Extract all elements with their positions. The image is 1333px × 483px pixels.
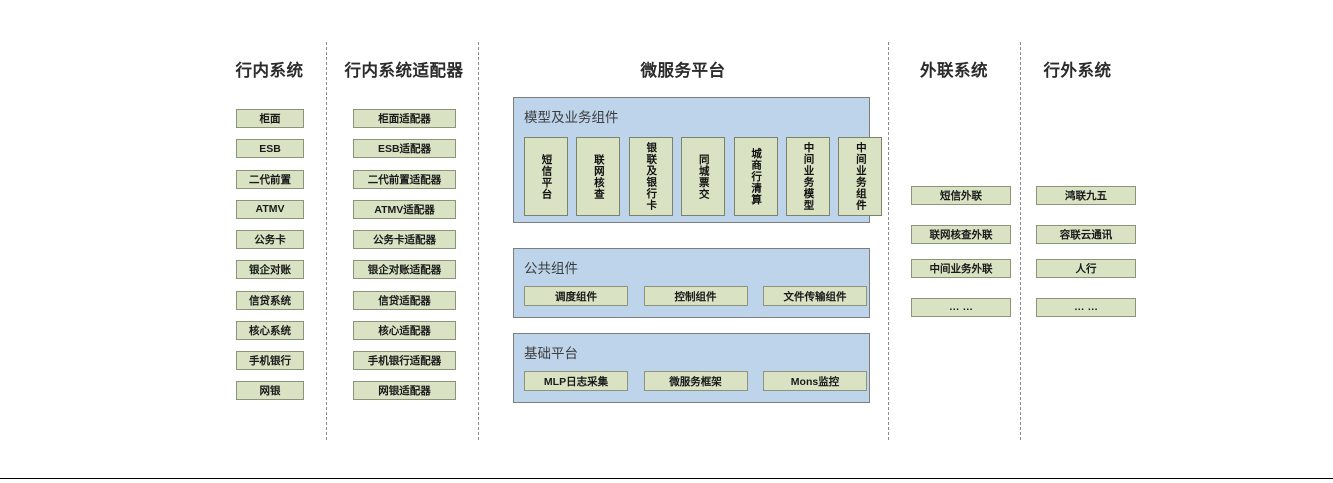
component-box-model-business-components-0[interactable]: 短信平台 <box>524 137 568 216</box>
column-divider-3 <box>888 42 889 440</box>
component-box-label: 短信平台 <box>540 153 553 200</box>
system-box-out-bank-systems-3[interactable]: … … <box>1036 297 1136 317</box>
component-box-base-platform-0[interactable]: MLP日志采集 <box>524 371 628 391</box>
system-box-external-link-systems-1[interactable]: 联网核查外联 <box>911 224 1011 244</box>
system-box-out-bank-systems-0[interactable]: 鸿联九五 <box>1036 186 1136 205</box>
component-box-model-business-components-1[interactable]: 联网核查 <box>576 137 621 216</box>
system-box-in-bank-systems-6[interactable]: 信贷系统 <box>236 290 304 310</box>
system-box-in-bank-adapters-1[interactable]: ESB适配器 <box>353 139 456 159</box>
system-box-in-bank-adapters-0[interactable]: 柜面适配器 <box>353 109 456 128</box>
component-box-base-platform-2[interactable]: Mons监控 <box>763 371 867 391</box>
component-box-public-components-0[interactable]: 调度组件 <box>524 286 628 306</box>
system-box-in-bank-systems-3[interactable]: ATMV <box>236 199 304 219</box>
system-box-in-bank-systems-0[interactable]: 柜面 <box>236 109 304 128</box>
column-divider-4 <box>1020 42 1021 440</box>
system-box-in-bank-adapters-3[interactable]: ATMV适配器 <box>353 199 456 219</box>
component-box-label: 城商行清算 <box>750 147 763 206</box>
component-box-model-business-components-4[interactable]: 城商行清算 <box>733 137 778 216</box>
system-box-in-bank-adapters-4[interactable]: 公务卡适配器 <box>353 230 456 249</box>
system-box-in-bank-systems-4[interactable]: 公务卡 <box>236 230 304 249</box>
component-box-public-components-1[interactable]: 控制组件 <box>643 286 748 306</box>
system-box-in-bank-adapters-8[interactable]: 手机银行适配器 <box>353 351 456 370</box>
component-box-label: 中间业务组件 <box>854 142 867 211</box>
column-header-out-bank-systems: 行外系统 <box>1043 62 1112 80</box>
column-header-microservice-platform: 微服务平台 <box>640 62 726 80</box>
component-box-model-business-components-6[interactable]: 中间业务组件 <box>838 137 883 216</box>
system-box-in-bank-systems-1[interactable]: ESB <box>236 139 304 159</box>
component-box-public-components-2[interactable]: 文件传输组件 <box>763 286 867 306</box>
platform-panel-public-components <box>513 248 870 318</box>
system-box-in-bank-systems-8[interactable]: 手机银行 <box>236 351 304 370</box>
component-box-label: 同城票交 <box>697 153 710 200</box>
component-box-label: 联网核查 <box>592 153 605 200</box>
system-box-in-bank-systems-2[interactable]: 二代前置 <box>236 169 304 189</box>
system-box-out-bank-systems-1[interactable]: 容联云通讯 <box>1036 224 1136 244</box>
system-box-in-bank-adapters-7[interactable]: 核心适配器 <box>353 320 456 340</box>
component-box-model-business-components-5[interactable]: 中间业务模型 <box>786 137 830 216</box>
component-box-model-business-components-2[interactable]: 银联及银行卡 <box>628 137 673 216</box>
component-box-model-business-components-3[interactable]: 同城票交 <box>681 137 726 216</box>
system-box-external-link-systems-0[interactable]: 短信外联 <box>911 186 1011 205</box>
system-box-in-bank-adapters-2[interactable]: 二代前置适配器 <box>353 169 456 189</box>
platform-panel-base-platform <box>513 333 870 403</box>
panel-title-base-platform: 基础平台 <box>524 346 578 361</box>
bottom-divider <box>0 478 1333 479</box>
system-box-external-link-systems-3[interactable]: … … <box>911 297 1011 317</box>
panel-title-model-business-components: 模型及业务组件 <box>524 110 619 125</box>
column-header-external-link-systems: 外联系统 <box>920 62 988 80</box>
column-divider-2 <box>478 42 479 440</box>
component-box-label: 中间业务模型 <box>802 142 815 211</box>
column-header-in-bank-adapters: 行内系统适配器 <box>344 62 464 80</box>
column-header-in-bank-systems: 行内系统 <box>235 62 304 80</box>
system-box-external-link-systems-2[interactable]: 中间业务外联 <box>911 259 1011 278</box>
component-box-label: 银联及银行卡 <box>645 142 658 211</box>
system-box-in-bank-systems-7[interactable]: 核心系统 <box>236 320 304 340</box>
system-box-in-bank-systems-5[interactable]: 银企对账 <box>236 260 304 280</box>
system-box-out-bank-systems-2[interactable]: 人行 <box>1036 259 1136 278</box>
panel-title-public-components: 公共组件 <box>524 261 578 276</box>
system-box-in-bank-adapters-5[interactable]: 银企对账适配器 <box>353 260 456 280</box>
column-divider-1 <box>326 42 327 440</box>
component-box-base-platform-1[interactable]: 微服务框架 <box>643 371 748 391</box>
system-box-in-bank-systems-9[interactable]: 网银 <box>236 381 304 401</box>
system-box-in-bank-adapters-9[interactable]: 网银适配器 <box>353 381 456 401</box>
system-box-in-bank-adapters-6[interactable]: 信贷适配器 <box>353 290 456 310</box>
